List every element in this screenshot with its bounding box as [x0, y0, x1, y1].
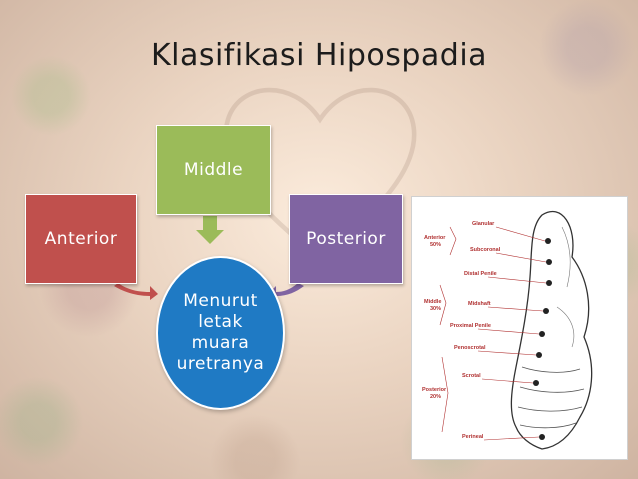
center-circle-text: Menurut letak muara uretranya: [176, 291, 265, 374]
figure-group-middle-pct: 30%: [430, 306, 442, 312]
figure-group-posterior: Posterior: [422, 387, 447, 393]
figure-group-anterior: Anterior: [424, 235, 446, 241]
figure-group-anterior-pct: 50%: [430, 242, 442, 248]
figure-location-midshaft: Midshaft: [468, 301, 491, 307]
center-circle: Menurut letak muara uretranya: [156, 256, 285, 410]
figure-location-subcoronal: Subcoronal: [470, 247, 501, 253]
anterior-connector-icon: [114, 283, 158, 300]
middle-box: Middle: [156, 125, 271, 215]
figure-location-penoscrotal: Penoscrotal: [454, 345, 486, 351]
figure-location-scrotal: Scrotal: [462, 373, 481, 379]
figure-group-posterior-pct: 20%: [430, 394, 442, 400]
figure-location-proximal-penile: Proximal Penile: [450, 323, 491, 329]
figure-group-middle: Middle: [424, 299, 442, 305]
middle-arrow-icon: [196, 216, 224, 244]
anterior-box: Anterior: [25, 194, 137, 284]
slide-title: Klasifikasi Hipospadia: [150, 38, 488, 73]
figure-location-perineal: Perineal: [462, 434, 484, 440]
hypospadias-illustration: Anterior 50% Middle 30% Posterior 20% Gl…: [411, 196, 628, 460]
figure-location-glanular: Glanular: [472, 221, 495, 227]
posterior-box: Posterior: [289, 194, 403, 284]
penis-diagram-drawing: [439, 210, 593, 450]
figure-location-distal-penile: Distal Penile: [464, 271, 497, 277]
